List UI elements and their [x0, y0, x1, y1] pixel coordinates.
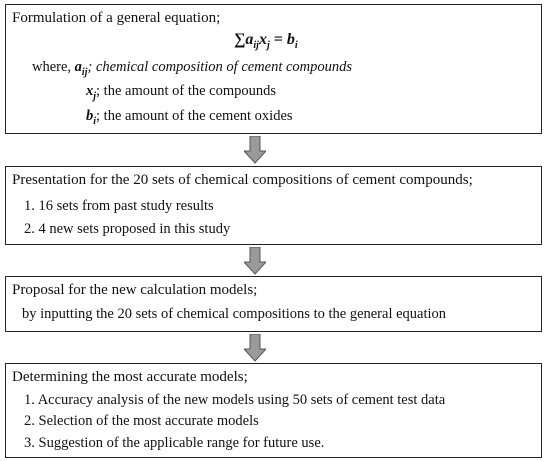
- b-desc: ; the amount of the cement oxides: [96, 108, 293, 124]
- where-a-line: where, aij; chemical composition of ceme…: [32, 59, 352, 78]
- determining-item-3: 3. Suggestion of the applicable range fo…: [24, 435, 325, 451]
- where-x-line: xj; the amount of the compounds: [86, 83, 276, 102]
- step-formulation-title: Formulation of a general equation;: [12, 10, 221, 26]
- proposal-detail: by inputting the 20 sets of chemical com…: [22, 306, 447, 322]
- b-sub: i: [93, 115, 97, 127]
- eq-x: x: [258, 31, 267, 48]
- step-presentation-title: Presentation for the 20 sets of chemical…: [12, 172, 473, 188]
- x-sub: j: [93, 90, 97, 102]
- x-desc: ; the amount of the compounds: [96, 83, 277, 99]
- a-desc: ; chemical composition of cement compoun…: [87, 59, 353, 75]
- step-formulation-box: Formulation of a general equation; ∑aijx…: [5, 4, 542, 134]
- eq-a-sub: ij: [253, 40, 259, 52]
- b-var: b: [86, 108, 94, 124]
- presentation-item-1: 1. 16 sets from past study results: [24, 198, 214, 214]
- eq-a: a: [245, 31, 254, 48]
- sum-symbol: ∑: [234, 31, 246, 48]
- a-sub: ij: [81, 66, 88, 78]
- x-var: x: [86, 83, 94, 99]
- down-arrow-icon: [244, 247, 266, 275]
- determining-item-1: 1. Accuracy analysis of the new models u…: [24, 392, 446, 408]
- step-proposal-title: Proposal for the new calculation models;: [12, 282, 258, 298]
- eq-x-sub: j: [266, 40, 270, 52]
- eq-b: b: [286, 31, 295, 48]
- general-equation: ∑aijxj = bi: [234, 31, 298, 51]
- step-determining-box: Determining the most accurate models; 1.…: [5, 363, 542, 458]
- step-presentation-box: Presentation for the 20 sets of chemical…: [5, 166, 542, 245]
- eq-equals: =: [269, 31, 287, 48]
- down-arrow-icon: [244, 136, 266, 164]
- determining-item-2: 2. Selection of the most accurate models: [24, 413, 259, 429]
- where-b-line: bi; the amount of the cement oxides: [86, 108, 293, 127]
- step-determining-title: Determining the most accurate models;: [12, 369, 248, 385]
- down-arrow-icon: [244, 334, 266, 362]
- where-label: where,: [32, 59, 72, 75]
- eq-b-sub: i: [294, 40, 298, 52]
- step-proposal-box: Proposal for the new calculation models;…: [5, 276, 542, 332]
- a-var: a: [74, 59, 82, 75]
- presentation-item-2: 2. 4 new sets proposed in this study: [24, 221, 231, 237]
